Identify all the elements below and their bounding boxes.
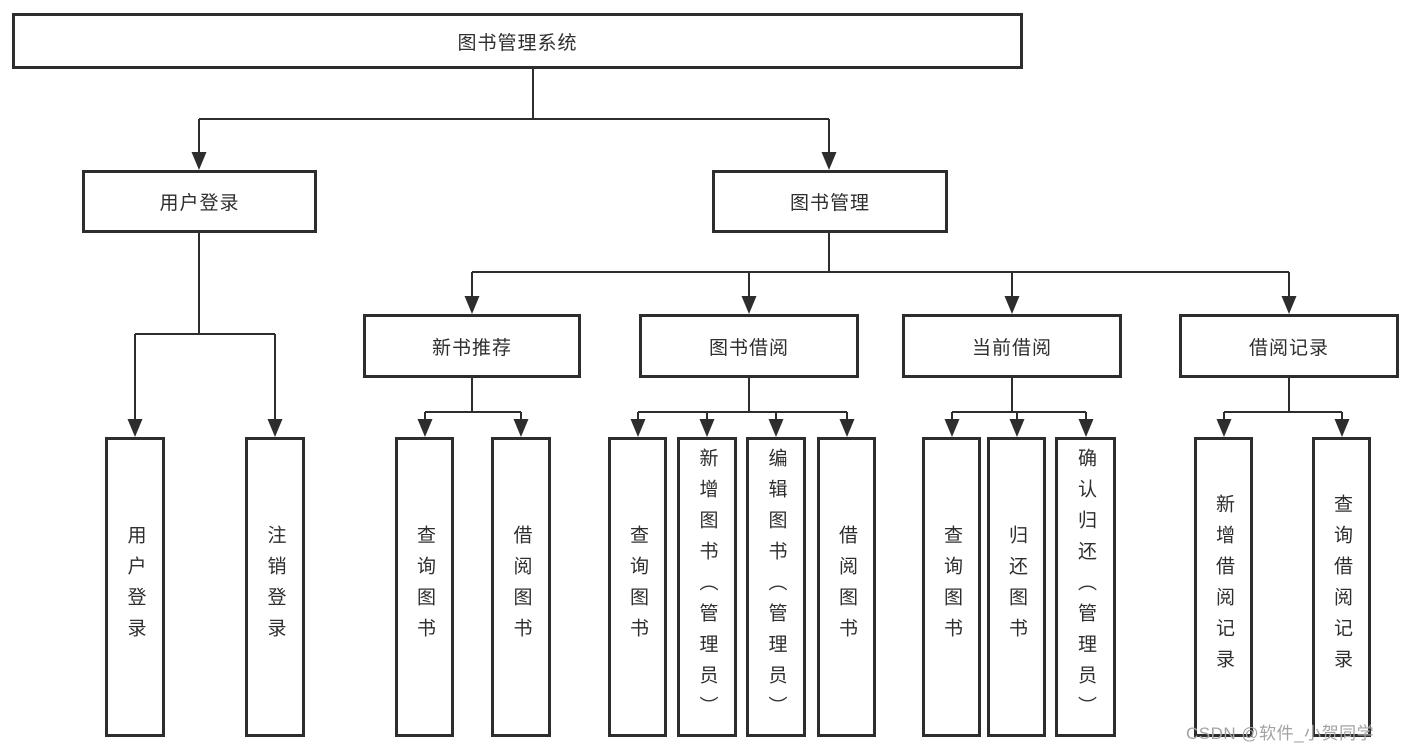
arrowhead: [1334, 419, 1350, 437]
leaf-add-borrow-record: 新增借阅记录: [1194, 437, 1253, 737]
arrowhead: [768, 419, 784, 437]
leaf-label: 注销登录: [264, 525, 286, 649]
node-label: 图书管理系统: [457, 32, 578, 54]
leaf-label: 借阅图书: [510, 525, 532, 649]
node-user-login: 用户登录: [82, 170, 317, 233]
arrowhead: [741, 296, 757, 314]
arrowhead: [699, 419, 715, 437]
watermark: CSDN @软件_小贺同学: [1186, 724, 1375, 743]
leaf-query-books-current: 查询图书: [922, 437, 981, 737]
leaf-borrow-books: 借阅图书: [817, 437, 876, 737]
arrowhead: [191, 152, 207, 170]
leaf-logout: 注销登录: [245, 437, 305, 737]
leaf-return-book: 归还图书: [987, 437, 1046, 737]
leaf-confirm-return-admin: 确认归还（管理员）: [1055, 437, 1116, 737]
leaf-label: 用户登录: [124, 525, 146, 649]
arrowhead: [1004, 296, 1020, 314]
node-new-book-recommend: 新书推荐: [363, 314, 581, 378]
leaf-query-borrow-record: 查询借阅记录: [1312, 437, 1371, 737]
node-book-management: 图书管理: [712, 170, 948, 233]
arrowhead: [821, 152, 837, 170]
leaf-label: 归还图书: [1006, 525, 1027, 649]
leaf-label: 查询图书: [627, 525, 648, 649]
node-label: 当前借阅: [971, 337, 1052, 359]
leaf-label: 新增借阅记录: [1213, 494, 1234, 680]
node-label: 用户登录: [159, 193, 240, 214]
node-label: 借阅记录: [1248, 337, 1329, 359]
leaf-user-login: 用户登录: [105, 437, 165, 737]
arrowhead: [417, 419, 433, 437]
arrowhead: [513, 419, 529, 437]
leaf-query-books-recommend: 查询图书: [395, 437, 454, 737]
leaf-label: 借阅图书: [836, 525, 857, 649]
arrowhead: [944, 419, 960, 437]
arrowhead: [1281, 296, 1297, 314]
leaf-borrow-books-recommend: 借阅图书: [491, 437, 551, 737]
arrowhead: [1078, 419, 1094, 437]
node-borrow-records: 借阅记录: [1179, 314, 1399, 378]
leaf-query-books-borrow: 查询图书: [608, 437, 667, 737]
leaf-add-book-admin: 新增图书（管理员）: [677, 437, 737, 737]
node-label: 图书管理: [789, 193, 870, 214]
node-label: 图书借阅: [708, 337, 789, 359]
arrowheads: [127, 152, 1350, 437]
node-book-borrow: 图书借阅: [639, 314, 859, 378]
arrowhead: [1009, 419, 1025, 437]
arrowhead: [630, 419, 646, 437]
arrowhead: [839, 419, 855, 437]
node-library-management-system: 图书管理系统: [12, 13, 1023, 69]
node-label: 新书推荐: [431, 337, 512, 359]
arrowhead: [464, 296, 480, 314]
leaf-edit-book-admin: 编辑图书（管理员）: [746, 437, 806, 737]
leaf-label: 查询图书: [414, 525, 435, 649]
leaf-label: 新增图书（管理员）: [696, 447, 718, 727]
arrowhead: [1216, 419, 1232, 437]
leaf-label: 编辑图书（管理员）: [765, 447, 787, 727]
arrowhead: [267, 419, 283, 437]
leaf-label: 查询借阅记录: [1331, 494, 1352, 680]
leaf-label: 查询图书: [941, 525, 962, 649]
node-current-borrow: 当前借阅: [902, 314, 1122, 378]
leaf-label: 确认归还（管理员）: [1075, 447, 1096, 727]
arrowhead: [127, 419, 143, 437]
